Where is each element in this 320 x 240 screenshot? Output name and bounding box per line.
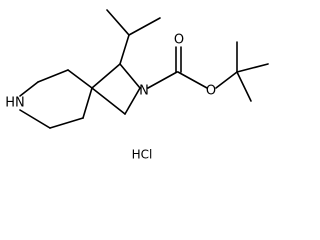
bond-azetidine-3 [124, 87, 141, 115]
salt-label: HCl [132, 148, 153, 162]
atom-label-o-ester: O [206, 84, 216, 99]
bond-tbu-3 [236, 71, 252, 102]
atom-label-nh: HN [5, 96, 25, 111]
atom-label-n: N [139, 84, 149, 99]
bond-ring-3 [67, 69, 93, 89]
bond-tbu-2 [236, 63, 269, 73]
bond-ester-tbu [215, 71, 238, 89]
bond-ring-6 [19, 109, 51, 129]
bond-isopropyl-2 [106, 9, 130, 36]
bond-ring-1 [19, 81, 39, 97]
bond-azetidine-1 [91, 63, 121, 89]
bond-n-carbonyl [147, 71, 178, 89]
atom-label-o-carbonyl: O [174, 33, 184, 48]
bond-ring-5 [49, 117, 84, 129]
bond-isopropyl-3 [128, 17, 161, 36]
bond-ring-4 [82, 87, 93, 119]
bond-azetidine-2 [119, 63, 141, 89]
bond-carbonyl-ester [177, 71, 208, 89]
structure-diagram: HN N O O HCl [5, 9, 269, 162]
molecule-svg: HN N O O HCl [5, 9, 269, 162]
bond-isopropyl-1 [119, 34, 130, 65]
bond-azetidine-4 [91, 87, 126, 115]
bond-ring-2 [37, 69, 69, 83]
